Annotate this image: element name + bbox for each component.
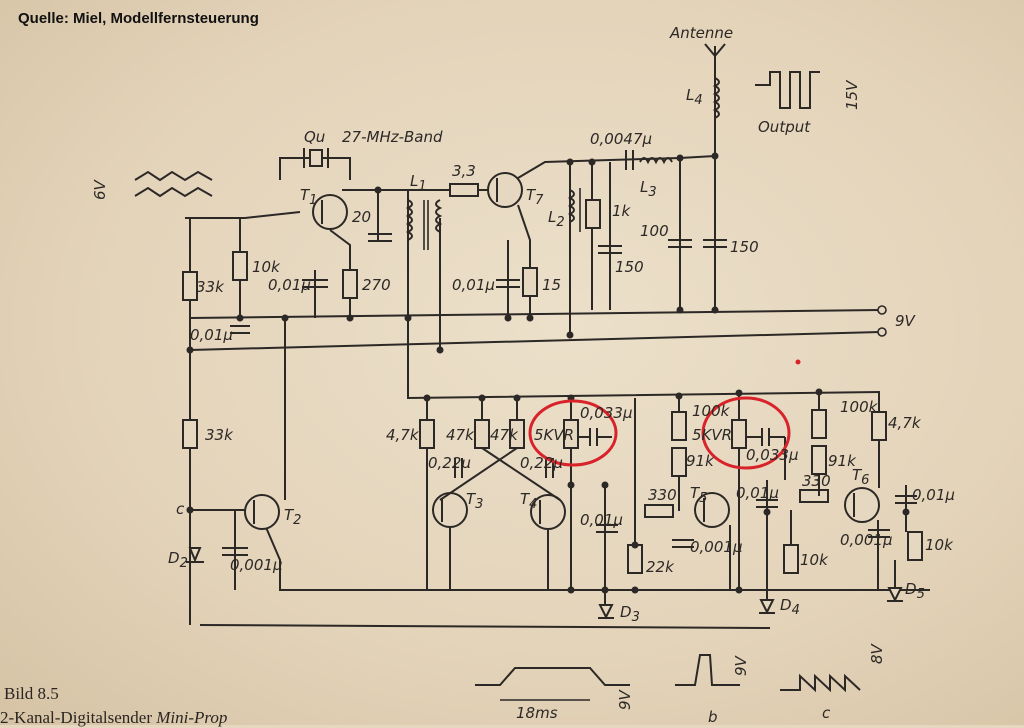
label-r10k-a: 10k: [800, 551, 829, 569]
label-r100k-2: 100k: [840, 398, 879, 416]
crystal-qu: [303, 148, 329, 168]
label-qu: Qu: [304, 128, 325, 146]
highlight-marks: [528, 396, 791, 470]
label-c0001b: 0,001μ: [690, 538, 743, 556]
label-t4: T4: [520, 490, 537, 512]
labels: Antenne L4 Output 15V Qu 27-MHz-Band T1 …: [91, 24, 955, 725]
label-d3: D3: [620, 603, 640, 625]
label-c0047: 0,0047μ: [590, 130, 652, 148]
label-d4: D4: [780, 596, 800, 618]
label-c150a: 150: [615, 258, 644, 276]
label-c20: 20: [352, 208, 371, 226]
label-d5: D5: [905, 580, 925, 602]
figure-caption: 2-Kanal-Digitalsender Mini-Prop: [0, 708, 227, 728]
label-c0033-1: 0,033μ: [580, 404, 633, 422]
transistors: [244, 172, 880, 530]
label-r47k-3: 47k: [490, 426, 519, 444]
label-r100k-1: 100k: [692, 402, 731, 420]
label-r47k-4: 4,7k: [888, 414, 922, 432]
label-t5: T5: [690, 484, 707, 506]
label-t7: T7: [526, 186, 544, 208]
terminals: [795, 305, 887, 365]
figure-caption-prefix: 2-Kanal-Digitalsender: [0, 708, 157, 727]
label-r47k-1: 4,7k: [386, 426, 420, 444]
label-r33k-mid: 33k: [205, 426, 234, 444]
label-antenne: Antenne: [669, 24, 733, 42]
diodes: [186, 547, 903, 620]
label-t6: T6: [852, 466, 869, 488]
label-c022-1: 0,22μ: [428, 454, 471, 472]
label-c001d: 0,01μ: [736, 484, 779, 502]
label-r330-1: 330: [648, 486, 677, 504]
label-8v: 8V: [868, 642, 886, 664]
highlight-pot-2: [701, 396, 791, 470]
figure-caption-italic: Mini-Prop: [156, 708, 228, 727]
label-r15: 15: [542, 276, 561, 294]
label-c022-2: 0,22μ: [520, 454, 563, 472]
label-6v: 6V: [91, 178, 109, 200]
label-l3: L3: [640, 178, 657, 200]
label-band: 27-MHz-Band: [342, 128, 443, 146]
label-pot5k-1: 5KVR: [534, 426, 574, 444]
label-c001a: 0,01μ: [268, 276, 311, 294]
source-caption: Quelle: Miel, Modellfernsteuerung: [18, 10, 259, 27]
label-c: c: [822, 704, 831, 722]
label-c100: 100: [640, 222, 669, 240]
label-c0001c: 0,001μ: [840, 531, 893, 549]
label-t2: T2: [284, 506, 301, 528]
label-9v-a: 9V: [616, 688, 634, 710]
antenna: [704, 43, 726, 78]
label-b: b: [708, 708, 718, 725]
label-c001f: 0,01μ: [580, 511, 623, 529]
label-r33k-top: 33k: [196, 278, 225, 296]
label-c0001a: 0,001μ: [230, 556, 283, 574]
waveforms: [134, 71, 861, 701]
label-r33: 3,3: [452, 162, 476, 180]
label-r1k: 1k: [612, 202, 632, 220]
label-t1: T1: [300, 186, 317, 208]
label-r10k-b: 10k: [925, 536, 954, 554]
label-d2: D2: [168, 549, 188, 571]
junction-dots: [186, 152, 910, 594]
label-pot5k-2: 5KVR: [692, 426, 732, 444]
wires-encoder: [426, 392, 907, 605]
label-r330-2: 330: [802, 472, 831, 490]
label-c150b: 150: [730, 238, 759, 256]
label-9v: 9V: [895, 312, 917, 330]
figure-number: Bild 8.5: [4, 684, 59, 703]
label-node-c: c: [176, 500, 185, 518]
label-l4: L4: [686, 86, 703, 108]
label-c0033-2: 0,033μ: [746, 446, 799, 464]
label-r10k: 10k: [252, 258, 281, 276]
label-r47k-2: 47k: [446, 426, 475, 444]
inductors: [405, 77, 720, 250]
label-9v-b: 9V: [732, 654, 750, 676]
resistors: [182, 183, 923, 574]
label-c001c: 0,01μ: [452, 276, 495, 294]
highlight-pot-1: [528, 399, 618, 467]
label-l1: L1: [410, 172, 427, 194]
label-18ms: 18ms: [516, 704, 558, 722]
wires-rf: [185, 60, 930, 629]
label-output: Output: [758, 118, 811, 136]
label-r270: 270: [362, 276, 391, 294]
label-15v: 15V: [843, 79, 861, 110]
label-t3: T3: [466, 490, 483, 512]
label-r91k-2: 91k: [828, 452, 857, 470]
label-c001e: 0,01μ: [912, 486, 955, 504]
label-c001b: 0,01μ: [190, 326, 233, 344]
label-r22k: 22k: [646, 558, 675, 576]
label-l2: L2: [548, 208, 565, 230]
label-r91k-1: 91k: [686, 452, 715, 470]
